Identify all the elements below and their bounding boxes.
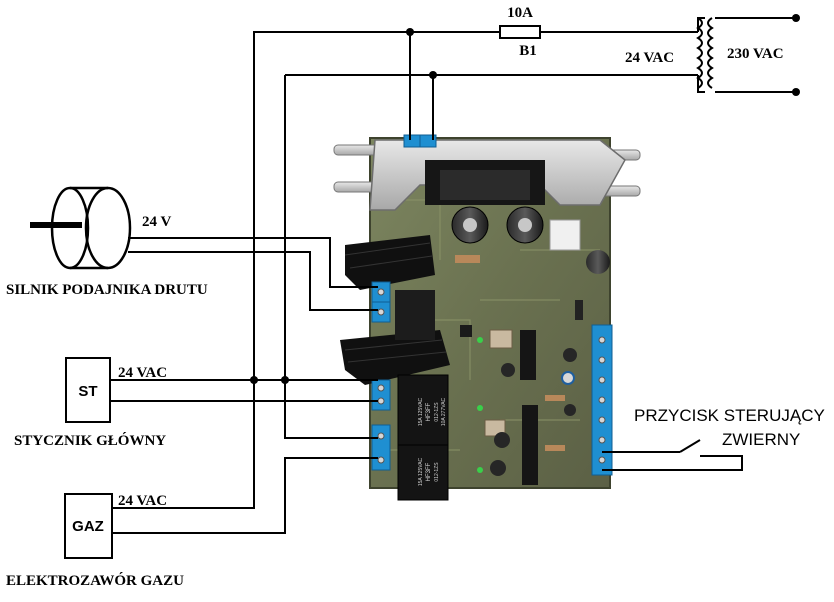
fuse-symbol bbox=[499, 25, 541, 39]
relay-2-brand: HF3FF bbox=[426, 462, 432, 481]
relay-1-brand: HF3FF bbox=[426, 402, 432, 421]
gas-valve-box bbox=[64, 493, 113, 559]
motor-symbol bbox=[30, 186, 132, 270]
relay-2: HF3FF 012-1ZS 15A 125VAC bbox=[397, 444, 449, 501]
capacitors bbox=[451, 206, 610, 274]
button-label-line1: PRZYCISK STERUJĄCY bbox=[634, 406, 825, 425]
wire-gas-2 bbox=[112, 457, 378, 534]
contactor-box bbox=[65, 357, 111, 423]
wire-motor-2 bbox=[128, 251, 378, 311]
wire-bus-1 bbox=[112, 31, 410, 509]
relay-1-spec2: 10A 277VAC bbox=[441, 397, 447, 426]
controller-board: HF3FF 012-1ZS 10A 277VAC 15A 125VAC HF3F… bbox=[333, 134, 641, 501]
terminal-screws bbox=[377, 288, 606, 464]
aluminium-heatsink bbox=[333, 139, 641, 211]
relay-2-spec1: 012-1ZS bbox=[434, 462, 440, 482]
contactor-symbol-label: ST bbox=[78, 383, 97, 400]
relay-1: HF3FF 012-1ZS 10A 277VAC 15A 125VAC bbox=[397, 374, 449, 446]
gas-valve-voltage-label: 24 VAC bbox=[118, 493, 167, 509]
wire-button-2 bbox=[602, 455, 743, 471]
transformer-primary-label: 230 VAC bbox=[727, 46, 784, 62]
integrated-circuits bbox=[520, 300, 583, 485]
wire-supply-1 bbox=[409, 31, 500, 140]
contactor-name-label: STYCZNIK GŁÓWNY bbox=[14, 432, 166, 449]
motor-name-label: SILNIK PODAJNIKA DRUTU bbox=[6, 282, 208, 298]
switch-contact bbox=[679, 439, 701, 453]
transformer-symbol bbox=[696, 17, 714, 89]
transformer-secondary-label: 24 VAC bbox=[625, 50, 674, 66]
motor-voltage-label: 24 V bbox=[142, 214, 171, 230]
junction-dots bbox=[250, 14, 800, 384]
relay-2-spec3: 15A 125VAC bbox=[418, 457, 424, 486]
wiring bbox=[110, 17, 796, 534]
wire-motor-1 bbox=[128, 237, 378, 288]
relay-1-spec3: 15A 125VAC bbox=[418, 397, 424, 426]
small-components bbox=[455, 255, 577, 476]
relay-1-spec1: 012-1ZS bbox=[434, 402, 440, 422]
gas-valve-name-label: ELEKTROZAWÓR GAZU bbox=[6, 572, 184, 589]
button-label-line2: ZWIERNY bbox=[722, 430, 800, 449]
fuse-rating: 10A bbox=[507, 5, 533, 21]
fuse-name: B1 bbox=[519, 43, 537, 59]
gas-valve-symbol-label: GAZ bbox=[72, 518, 104, 535]
contactor-voltage-label: 24 VAC bbox=[118, 365, 167, 381]
black-heatsinks bbox=[340, 235, 450, 385]
wire-bus-2 bbox=[284, 75, 378, 439]
